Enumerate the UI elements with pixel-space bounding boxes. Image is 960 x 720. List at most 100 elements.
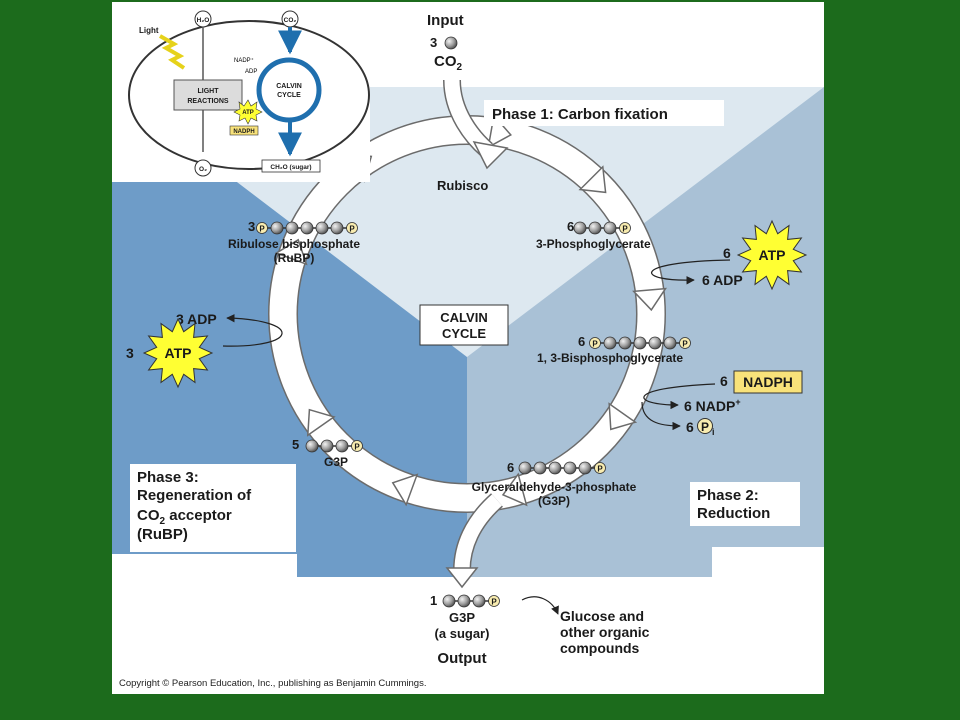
inset-o2-label: O₂ <box>199 166 207 173</box>
carbon-ball <box>648 336 662 350</box>
output-count: 1 <box>430 593 437 608</box>
phase2-label-2: Reduction <box>697 505 770 522</box>
inset-nadph-box <box>229 125 259 136</box>
center-label-2: CYCLE <box>442 326 486 341</box>
input-count: 3 <box>430 35 437 50</box>
adp-top-label: 6 ADP <box>702 272 743 288</box>
g3p5-molecule: P <box>305 439 363 453</box>
phosphate-ball <box>256 222 268 234</box>
atp-top-burst <box>736 219 808 291</box>
carbon-ball <box>285 221 299 235</box>
phase2-label-1: Phase 2: <box>697 487 759 504</box>
inset-calvin-1: CALVIN <box>276 83 302 90</box>
adp-left-label: 3 ADP <box>176 311 217 327</box>
output-title: Output <box>437 650 486 667</box>
carbon-ball <box>533 461 547 475</box>
atp-top-label: ATP <box>759 247 786 263</box>
inset-light-reactions-2: REACTIONS <box>187 98 229 105</box>
atp-top-arrow <box>651 259 731 285</box>
cycle-direction-chevron <box>501 472 528 507</box>
g3p6-label-2: (G3P) <box>538 494 570 508</box>
output-g3p-molecule: P <box>442 594 500 608</box>
cycle-direction-chevron <box>391 473 419 507</box>
cycle-direction-chevron <box>578 165 607 194</box>
carbon-ball <box>588 221 602 235</box>
phosphate-ball <box>346 222 358 234</box>
carbon-ball <box>573 221 587 235</box>
phase3-label-2: Regeneration of <box>137 487 252 504</box>
inset-h2o-label: H₂O <box>197 17 210 24</box>
carbon-ball <box>320 439 334 453</box>
output-arrowhead <box>445 567 479 589</box>
inset-light-reactions-1: LIGHT <box>198 88 220 95</box>
glucose-arrow <box>521 596 559 615</box>
inset-calvin-ring <box>256 57 322 123</box>
center-label-1: CALVIN <box>440 310 487 325</box>
phosphate-label: P <box>592 340 598 349</box>
cycle-direction-chevron <box>306 408 336 437</box>
phase3-label-4: (RuBP) <box>137 526 188 543</box>
glucose-label-3: compounds <box>560 640 640 656</box>
input-title: Input <box>427 12 464 29</box>
phase2-box <box>690 482 800 526</box>
chloroplast-inset: Light H₂O CO₂ LIGHT REACTIONS CALVIN CYC… <box>112 2 370 182</box>
g3p6-label-1: Glyceraldehyde-3-phosphate <box>472 480 637 494</box>
carbon-ball <box>300 221 314 235</box>
nadph-label: NADPH <box>743 374 793 390</box>
g3p6-molecule: P <box>518 461 606 475</box>
glucose-label-2: other organic <box>560 624 650 640</box>
inset-atp-burst <box>233 99 263 125</box>
calvin-cycle-diagram: Input 3 CO2 Phase 1: Carbon fixation Rub… <box>112 2 824 689</box>
inset-o2-circle <box>194 159 212 177</box>
phase3-label-1: Phase 3: <box>137 469 199 486</box>
bpg-count: 6 <box>578 334 585 349</box>
phosphate-ball <box>619 222 631 234</box>
g3p5-count: 5 <box>292 437 299 452</box>
g3p5-label: G3P <box>324 455 348 469</box>
carbon-ball <box>578 461 592 475</box>
phosphate-ball <box>679 337 691 349</box>
input-arrowhead <box>472 140 509 170</box>
cycle-direction-chevron <box>608 402 638 431</box>
output-label-2: (a sugar) <box>435 626 490 641</box>
carbon-ball <box>315 221 329 235</box>
chloroplast-outline <box>128 20 370 170</box>
inset-calvin-2: CYCLE <box>277 92 301 99</box>
carbon-ball <box>548 461 562 475</box>
rubp-label-1: Ribulose bisphosphate <box>228 237 360 251</box>
inset-light-label: Light <box>139 26 159 35</box>
carbon-ball <box>335 439 349 453</box>
inset-atp-label: ATP <box>242 110 254 116</box>
carbon-ball <box>518 461 532 475</box>
carbon-ball <box>270 221 284 235</box>
inset-sugar-box <box>261 159 321 173</box>
pga-molecule: P <box>573 221 631 235</box>
carbon-ball <box>563 461 577 475</box>
phosphate-label: P <box>354 443 360 452</box>
phosphate-label: P <box>259 225 265 234</box>
phase3-box <box>130 464 296 552</box>
cycle-direction-chevron <box>274 238 308 266</box>
glucose-label-1: Glucose and <box>560 608 644 624</box>
g3p6-count: 6 <box>507 460 514 475</box>
inset-nadp-label: NADP⁺ <box>234 57 254 64</box>
inset-nadph-label: NADPH <box>233 129 254 135</box>
carbon-ball <box>663 336 677 350</box>
inset-sugar-label: CH₂O (sugar) <box>270 164 311 171</box>
figure-panel: Input 3 CO2 Phase 1: Carbon fixation Rub… <box>112 2 824 694</box>
carbon-ball <box>633 336 647 350</box>
pga-label: 3-Phosphoglycerate <box>536 237 651 251</box>
rubp-count: 3 <box>248 219 255 234</box>
rubp-label-2: (RuBP) <box>274 251 315 265</box>
cycle-direction-chevron <box>632 287 667 312</box>
phosphate-label: P <box>597 465 603 474</box>
carbon-ball <box>330 221 344 235</box>
phase1-box <box>484 100 724 126</box>
output-label-1: G3P <box>449 610 475 625</box>
carbon-ball <box>618 336 632 350</box>
nadph-count: 6 <box>720 373 728 389</box>
atp-left-arrow <box>222 314 283 347</box>
